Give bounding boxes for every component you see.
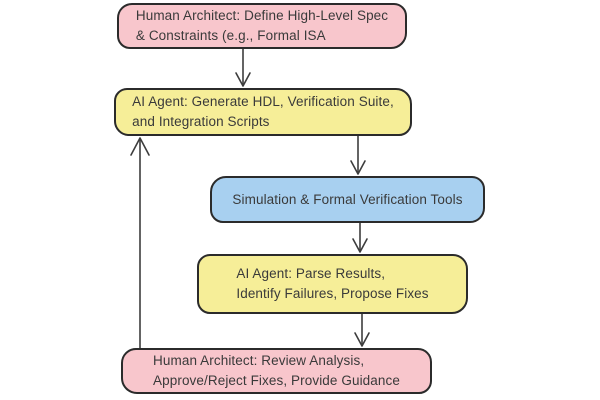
node-label: Simulation & Formal Verification Tools [232,191,463,207]
arrow-generate-to-simulate [350,135,366,175]
node-simulation-verification-tools: Simulation & Formal Verification Tools [210,176,485,223]
arrow-review-to-generate-feedback [130,137,150,349]
arrow-simulate-to-parse [352,222,368,253]
node-human-architect-review: Human Architect: Review Analysis, Approv… [121,348,432,394]
node-ai-agent-generate: AI Agent: Generate HDL, Verification Sui… [114,88,412,136]
node-human-architect-spec: Human Architect: Define High-Level Spec … [117,3,407,49]
node-label: Human Architect: Define High-Level Spec … [135,8,389,43]
arrow-spec-to-generate [235,47,251,87]
arrow-parse-to-review [354,313,370,347]
node-label: AI Agent: Generate HDL, Verification Sui… [132,94,394,129]
node-label: AI Agent: Parse Results, Identify Failur… [236,266,429,301]
node-ai-agent-parse-results: AI Agent: Parse Results, Identify Failur… [197,254,468,314]
node-label: Human Architect: Review Analysis, Approv… [153,353,400,388]
